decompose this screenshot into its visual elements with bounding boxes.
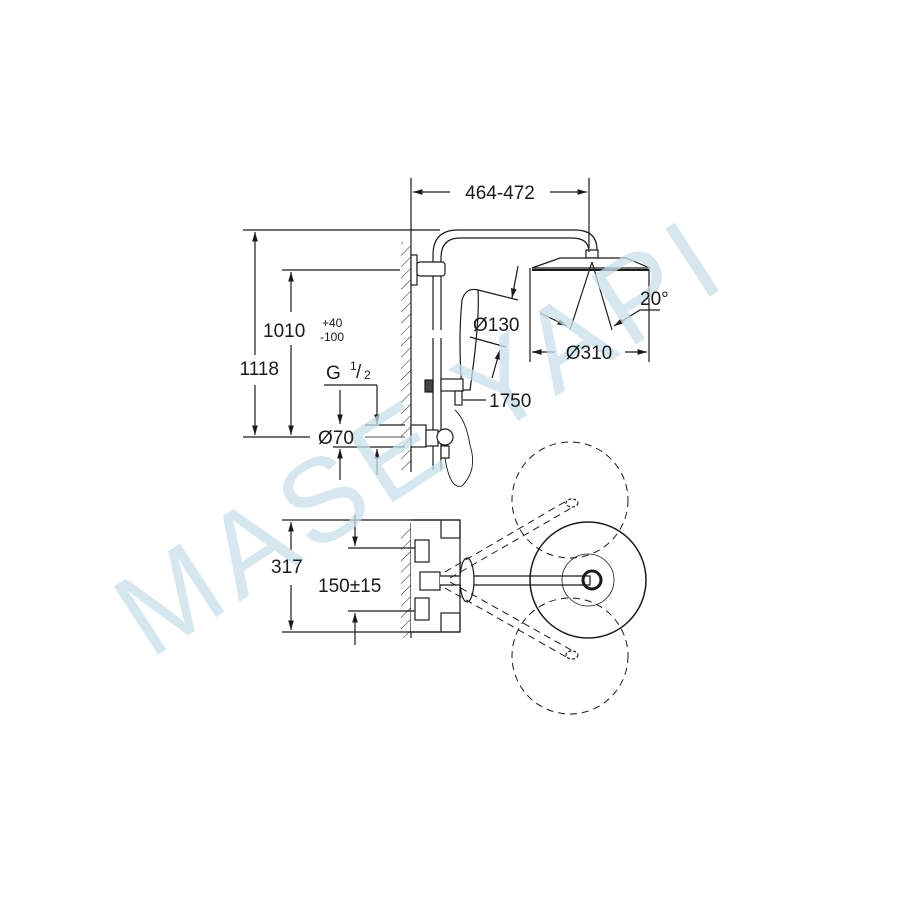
arm-plan [440, 575, 591, 586]
dim-arm-projection: 464-472 [465, 183, 535, 204]
dim-inlet-spacing: 150±15 [318, 576, 381, 597]
hose [444, 409, 474, 487]
dim-tol-minus: -100 [320, 330, 344, 344]
dim-head-shower: Ø310 [566, 343, 612, 364]
dim-outlet-height: 1010 [263, 321, 305, 342]
dim-thread-den: 2 [364, 368, 371, 382]
dim-thread-g: G [326, 363, 341, 384]
dim-thread-num: 1 [350, 359, 357, 373]
shower-arm [432, 229, 598, 470]
dim-tilt-angle: 20° [640, 289, 669, 310]
hand-shower [459, 288, 479, 391]
dim-hose-length: 1750 [489, 391, 531, 412]
head-shower [531, 257, 651, 269]
dim-total-height: 1118 [240, 359, 279, 380]
dim-tol-plus: +40 [322, 316, 343, 330]
dim-hand-shower: Ø130 [473, 315, 519, 336]
dim-thread-slash: / [356, 362, 362, 383]
dim-rosette: Ø70 [318, 428, 354, 449]
head-shower-plan [529, 521, 647, 639]
dim-plan-depth: 317 [271, 557, 303, 578]
wall-hatch [401, 242, 411, 470]
